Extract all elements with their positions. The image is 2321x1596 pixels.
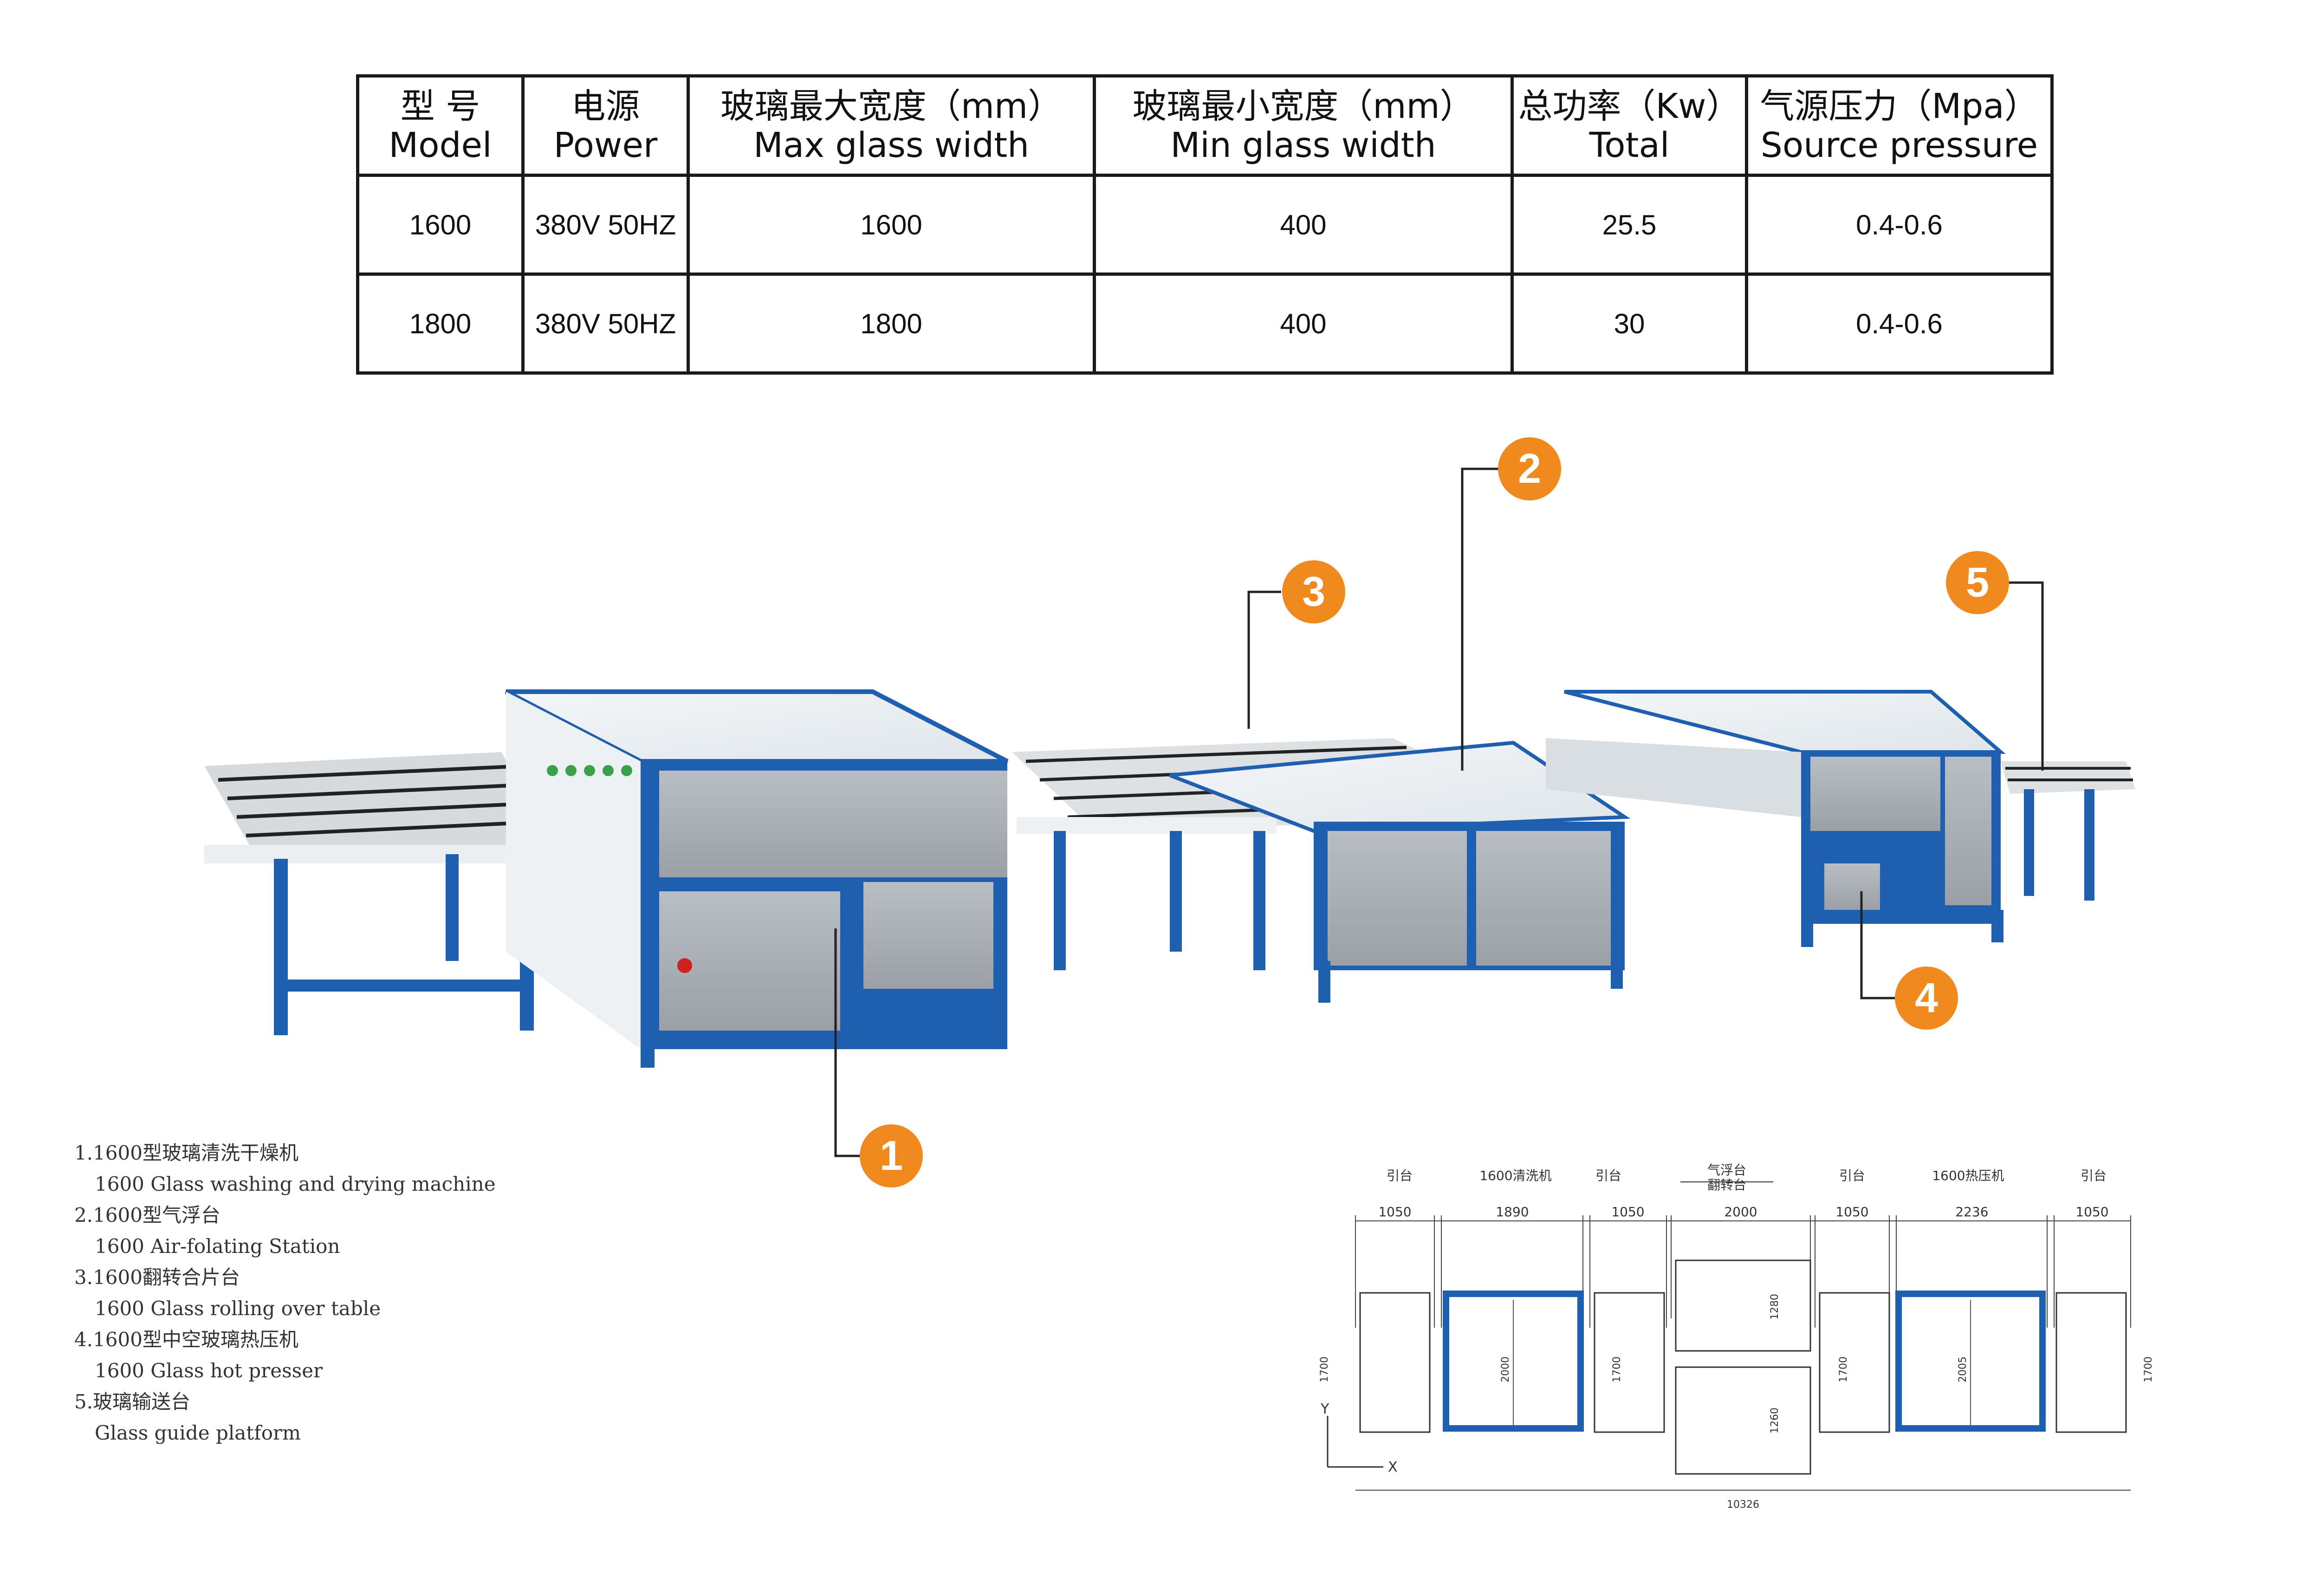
width-lead-1: 1050 bbox=[1378, 1204, 1411, 1220]
total-length: 10326 bbox=[1727, 1499, 1759, 1511]
layout-label-lead-1: 引台 bbox=[1387, 1168, 1413, 1183]
legend-item-2-zh: 2.1600型气浮台 bbox=[74, 1204, 220, 1226]
header-total-power: 总功率（Kw）Total bbox=[1511, 74, 1748, 177]
table-cell: 1600 bbox=[356, 174, 525, 276]
axis-x-label: X bbox=[1388, 1459, 1398, 1475]
production-line-illustration: 1 2 3 4 5 bbox=[204, 437, 2135, 1187]
table-cell: 0.4-0.6 bbox=[1745, 272, 2054, 375]
table-cell: 1800 bbox=[687, 272, 1096, 375]
axis-y-label: Y bbox=[1320, 1401, 1329, 1417]
table-row: 1800 380V 50HZ 1800 400 30 0.4-0.6 bbox=[356, 272, 2054, 375]
height-lead-3: 1700 bbox=[1838, 1356, 1849, 1382]
layout-label-turnover: 翻转台 bbox=[1707, 1177, 1746, 1193]
legend-item-1-en: 1600 Glass washing and drying machine bbox=[95, 1173, 496, 1195]
width-washer: 1890 bbox=[1496, 1204, 1529, 1220]
callout-2: 2 bbox=[1498, 437, 1561, 500]
guide-platform bbox=[2001, 761, 2135, 901]
callout-5: 5 bbox=[1946, 551, 2009, 614]
width-air-float: 2000 bbox=[1724, 1204, 1757, 1220]
table-cell: 400 bbox=[1093, 272, 1514, 375]
callout-3-label: 3 bbox=[1302, 569, 1325, 615]
layout-label-lead-4: 引台 bbox=[2081, 1168, 2107, 1183]
callout-4-label: 4 bbox=[1915, 975, 1938, 1021]
air-floating-station bbox=[1169, 740, 1631, 1003]
width-presser: 2236 bbox=[1955, 1204, 1988, 1220]
table-row: 1600 380V 50HZ 1600 400 25.5 0.4-0.6 bbox=[356, 174, 2054, 276]
callout-5-label: 5 bbox=[1966, 559, 1989, 606]
legend-item-3-zh: 3.1600翻转合片台 bbox=[74, 1266, 240, 1289]
washing-drying-machine bbox=[505, 689, 1009, 1068]
legend-item-2-en: 1600 Air-folating Station bbox=[95, 1235, 340, 1258]
table-cell: 1800 bbox=[356, 272, 525, 375]
callout-3: 3 bbox=[1282, 560, 1345, 623]
table-cell: 0.4-0.6 bbox=[1745, 174, 2054, 276]
machine-legend: 1.1600型玻璃清洗干燥机 1600 Glass washing and dr… bbox=[74, 1137, 585, 1448]
height-lead-2: 1700 bbox=[1611, 1356, 1623, 1382]
height-washer: 2000 bbox=[1500, 1356, 1511, 1382]
header-max-width: 玻璃最大宽度（mm）Max glass width bbox=[687, 74, 1096, 177]
legend-item-4-en: 1600 Glass hot presser bbox=[95, 1359, 323, 1382]
layout-label-presser: 1600热压机 bbox=[1932, 1168, 2004, 1183]
layout-label-air-float: 气浮台 bbox=[1707, 1162, 1746, 1178]
left-roller-table bbox=[204, 752, 557, 1035]
callout-leaders bbox=[834, 467, 2044, 1157]
width-lead-2: 1050 bbox=[1611, 1204, 1644, 1220]
callout-1-label: 1 bbox=[880, 1133, 903, 1179]
legend-item-3-en: 1600 Glass rolling over table bbox=[95, 1297, 381, 1320]
height-turnover: 1260 bbox=[1769, 1408, 1781, 1434]
height-lead-1: 1700 bbox=[1319, 1356, 1330, 1382]
legend-item-5-en: Glass guide platform bbox=[95, 1421, 301, 1444]
callout-2-label: 2 bbox=[1518, 446, 1541, 492]
table-cell: 400 bbox=[1093, 174, 1514, 276]
header-source-pressure: 气源压力（Mpa）Source pressure bbox=[1745, 74, 2054, 177]
layout-label-washer: 1600清洗机 bbox=[1479, 1168, 1551, 1183]
height-presser: 2005 bbox=[1957, 1356, 1969, 1382]
callout-4: 4 bbox=[1895, 967, 1958, 1030]
layout-label-lead-3: 引台 bbox=[1839, 1168, 1865, 1183]
layout-label-lead-2: 引台 bbox=[1595, 1168, 1621, 1183]
table-cell: 30 bbox=[1511, 272, 1748, 375]
width-lead-4: 1050 bbox=[2075, 1204, 2108, 1220]
legend-item-1-zh: 1.1600型玻璃清洗干燥机 bbox=[74, 1142, 298, 1164]
table-cell: 380V 50HZ bbox=[521, 272, 690, 375]
hot-presser-machine bbox=[1546, 690, 2006, 947]
table-cell: 1600 bbox=[687, 174, 1096, 276]
header-min-width: 玻璃最小宽度（mm）Min glass width bbox=[1093, 74, 1514, 177]
table-cell: 380V 50HZ bbox=[521, 174, 690, 276]
layout-plan-drawing: 引台 1600清洗机 引台 气浮台 翻转台 引台 1600热压机 引台 1050… bbox=[1319, 1162, 2154, 1511]
height-lead-4: 1700 bbox=[2143, 1356, 2154, 1382]
height-air-float: 1280 bbox=[1769, 1294, 1781, 1320]
width-lead-3: 1050 bbox=[1835, 1204, 1868, 1220]
table-cell: 25.5 bbox=[1511, 174, 1748, 276]
legend-item-5-zh: 5.玻璃输送台 bbox=[74, 1390, 191, 1413]
legend-item-4-zh: 4.1600型中空玻璃热压机 bbox=[74, 1328, 298, 1351]
callout-1: 1 bbox=[860, 1124, 923, 1187]
